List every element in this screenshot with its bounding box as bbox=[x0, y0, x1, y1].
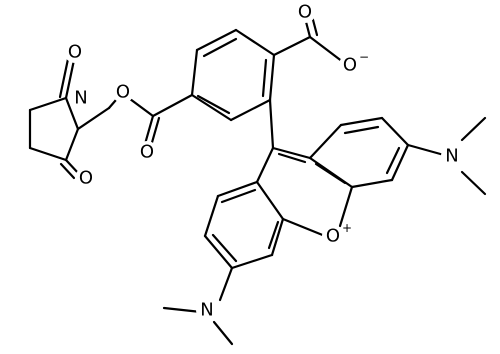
atom-label-o-dione-bottom: O bbox=[75, 167, 97, 189]
negative-charge: − bbox=[359, 50, 369, 64]
atom-label-o-ester-link: O bbox=[112, 81, 134, 103]
atom-label-o-dione-top: O bbox=[64, 41, 86, 63]
xanthene-right-ring bbox=[271, 116, 410, 189]
svg-text:N: N bbox=[74, 88, 87, 109]
atom-label-n-dimethyl-right: N bbox=[441, 145, 463, 167]
svg-text:O: O bbox=[79, 168, 93, 189]
atom-label-o-carboxylate-single: O − bbox=[339, 50, 369, 76]
succinimide-ring bbox=[28, 57, 81, 180]
positive-charge: + bbox=[342, 221, 352, 235]
svg-text:N: N bbox=[445, 146, 458, 167]
svg-text:O: O bbox=[343, 55, 357, 76]
svg-text:N: N bbox=[200, 300, 213, 321]
atom-label-n-succinimide: N bbox=[70, 87, 92, 109]
carboxylate-group bbox=[272, 14, 345, 64]
dimethylamino-right bbox=[406, 116, 487, 196]
atom-label-n-dimethyl-left: N bbox=[196, 299, 218, 321]
nhs-ester-linkage bbox=[76, 91, 161, 148]
svg-text:O: O bbox=[140, 142, 154, 163]
xanthene-left-ring bbox=[203, 146, 285, 270]
dimethylamino-left bbox=[162, 266, 234, 346]
svg-text:O: O bbox=[116, 82, 130, 103]
benzoate-ring bbox=[151, 28, 276, 122]
svg-text:O: O bbox=[298, 2, 312, 23]
svg-text:O: O bbox=[68, 42, 82, 63]
xanthene-central-ring bbox=[281, 185, 354, 238]
aryl-xanthene-bond bbox=[268, 98, 275, 150]
svg-text:O: O bbox=[326, 226, 340, 247]
atom-label-o-carbonyl-ester: O bbox=[136, 141, 158, 163]
atom-label-o-carboxylate-double: O bbox=[294, 1, 316, 23]
atom-label-o-xanthene-ring: O + bbox=[322, 221, 352, 247]
